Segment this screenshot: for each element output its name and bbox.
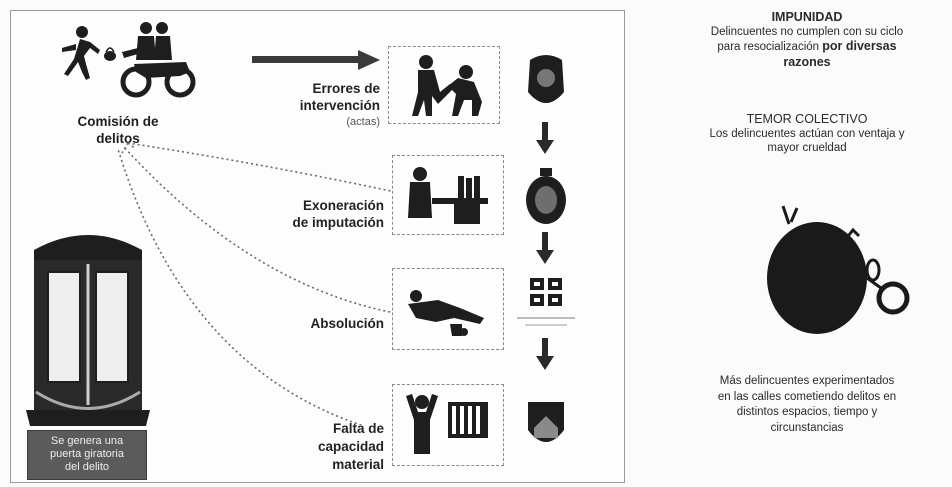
police-arrest-icon — [412, 55, 482, 116]
origin-label: Comisión de delitos — [77, 114, 159, 146]
inpe-shield-icon — [528, 402, 564, 442]
stage-label-falta: Falta de capacidad material — [317, 421, 384, 472]
feedback-curves — [117, 142, 400, 425]
police-badge-icon — [528, 55, 564, 103]
down-arrow-1 — [536, 122, 554, 154]
prosecutor-seal-icon — [526, 168, 566, 224]
down-arrow-3 — [536, 338, 554, 370]
stage-label-errores: Errores de intervención (actas) — [252, 80, 380, 131]
revolving-door-icon — [26, 235, 150, 426]
acquittal-figure-icon — [408, 290, 484, 336]
temor-title: TEMOR COLECTIVO — [746, 112, 868, 126]
stage-frame-errores — [388, 46, 500, 124]
prosecutor-desk-icon — [408, 167, 488, 224]
curve-exoneracion — [127, 142, 400, 194]
conclusion-block: Más delincuentes experimentados en las c… — [717, 375, 897, 434]
impunidad-title: IMPUNIDAD — [771, 10, 843, 24]
runner-head — [76, 26, 88, 38]
revolving-door-caption: Se genera una puerta giratoria del delit… — [27, 430, 147, 480]
stage-note-actas: (actas) — [346, 116, 380, 128]
crime-scene-illustration — [62, 22, 196, 98]
prisoner-cell-icon — [406, 394, 488, 454]
stage-label-absolucion: Absolución — [310, 316, 385, 331]
bomb-ball-and-chain-icon — [767, 205, 910, 334]
curve-falta — [117, 148, 364, 425]
impunidad-block: IMPUNIDAD Delincuentes no cumplen con su… — [662, 10, 952, 70]
stage-label-exoneracion: Exoneración de imputación — [292, 198, 384, 230]
judiciary-logo-text-mark — [517, 317, 575, 326]
judiciary-logo-icon — [530, 278, 562, 306]
temor-block: TEMOR COLECTIVO Los delincuentes actúan … — [662, 112, 952, 156]
down-arrow-2 — [536, 232, 554, 264]
curve-absolucion — [123, 146, 396, 314]
main-arrow — [252, 50, 380, 70]
